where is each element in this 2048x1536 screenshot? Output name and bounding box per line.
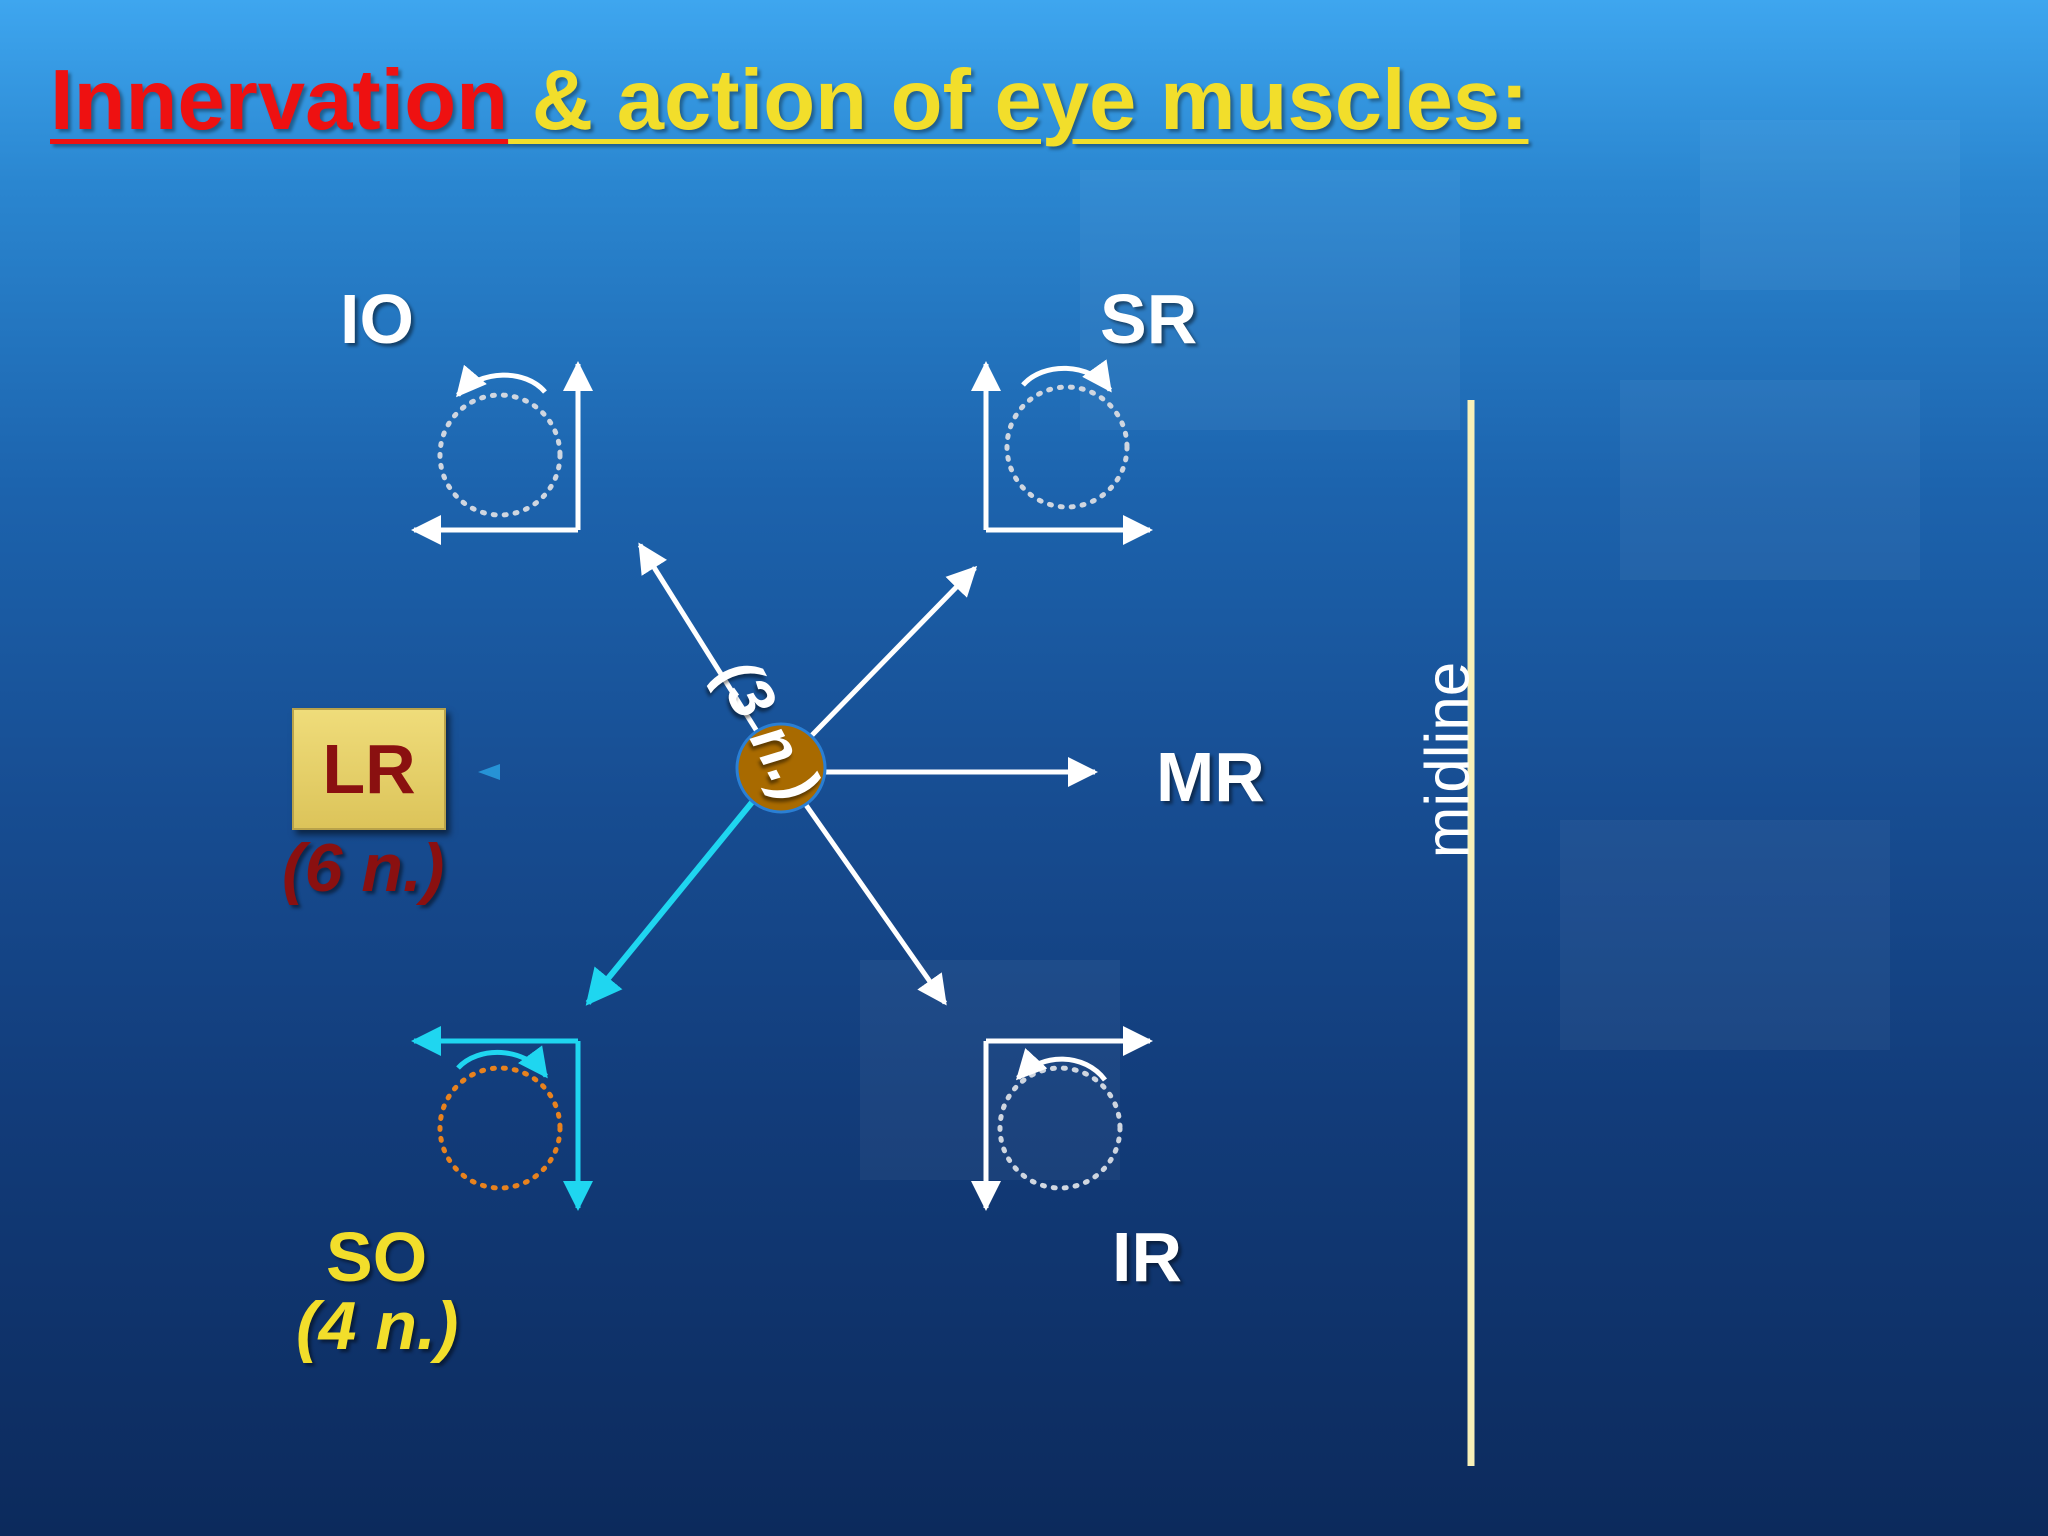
label-mr: MR [1156,738,1265,816]
ir-rotation-icon [971,1026,1153,1211]
label-lr: LR [322,730,416,808]
nerve-lr-label: (6 n.) [282,830,445,906]
nerve-so-label: (4 n.) [296,1288,459,1364]
label-ir: IR [1112,1218,1182,1296]
arrow-to-lr-head [478,764,500,780]
slide-title: Innervation & action of eye muscles: [50,58,1528,143]
title-innervation: Innervation [50,53,509,148]
label-lr-box: LR [292,708,446,830]
midline-label: midline [1413,661,1483,859]
title-action: & action of eye muscles: [508,53,1529,148]
so-rotation-icon [411,1026,593,1211]
label-sr: SR [1100,280,1198,358]
arrow-to-sr [778,565,978,770]
arrow-to-ir [777,766,948,1006]
io-rotation-icon [411,361,593,545]
label-so: SO [326,1218,428,1296]
arrow-to-so [585,766,783,1006]
label-io: IO [340,280,414,358]
sr-rotation-icon [971,359,1153,545]
eye-center-dot [735,722,827,814]
